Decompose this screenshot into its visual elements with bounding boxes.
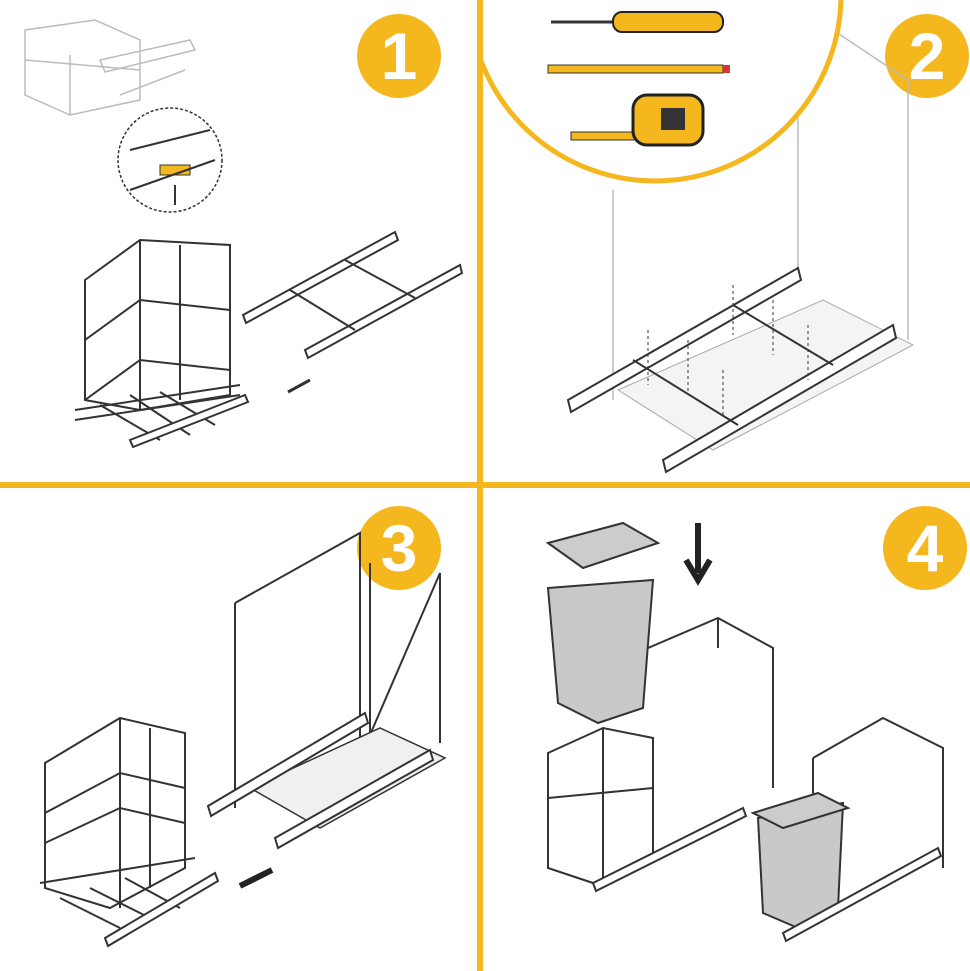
right-rail: [273, 748, 435, 850]
step-3-panel: 3: [0, 488, 477, 971]
down-arrow-icon: [683, 523, 713, 586]
left-rail: [206, 711, 370, 818]
cabinet-outline: [647, 616, 774, 788]
installed-bin-assembly: [750, 716, 944, 943]
wire-basket-icon: [74, 238, 250, 449]
wire-basket-icon: [39, 716, 220, 948]
arrow-icon: [238, 867, 274, 889]
bin-lid: [545, 521, 661, 570]
detail-magnifier: [117, 107, 223, 213]
step-4-illustration: [545, 521, 944, 943]
wire-basket-icon: [547, 726, 748, 893]
pencil-icon: [547, 64, 730, 74]
rail-frame-icon: [241, 230, 464, 360]
step-1-illustration: [24, 19, 464, 449]
step-3-illustration: [39, 531, 447, 948]
rails-with-screws-icon: [566, 266, 898, 474]
trash-bin: [546, 578, 655, 725]
step-2-illustration: [483, 0, 915, 474]
arrow-icon: [287, 378, 311, 394]
step-2-badge: 2: [885, 14, 969, 98]
cabinet-outline: [234, 531, 447, 829]
tape-measure-icon: [570, 93, 705, 147]
faded-basket-icon: [24, 19, 197, 116]
horizontal-divider: [0, 482, 970, 488]
screwdriver-icon: [551, 11, 724, 33]
step-2-panel: 2: [483, 0, 970, 482]
step-1-badge: 1: [357, 14, 441, 98]
step-4-badge: 4: [883, 506, 967, 590]
step-4-panel: 4: [483, 488, 970, 971]
step-1-panel: 1: [0, 0, 477, 482]
